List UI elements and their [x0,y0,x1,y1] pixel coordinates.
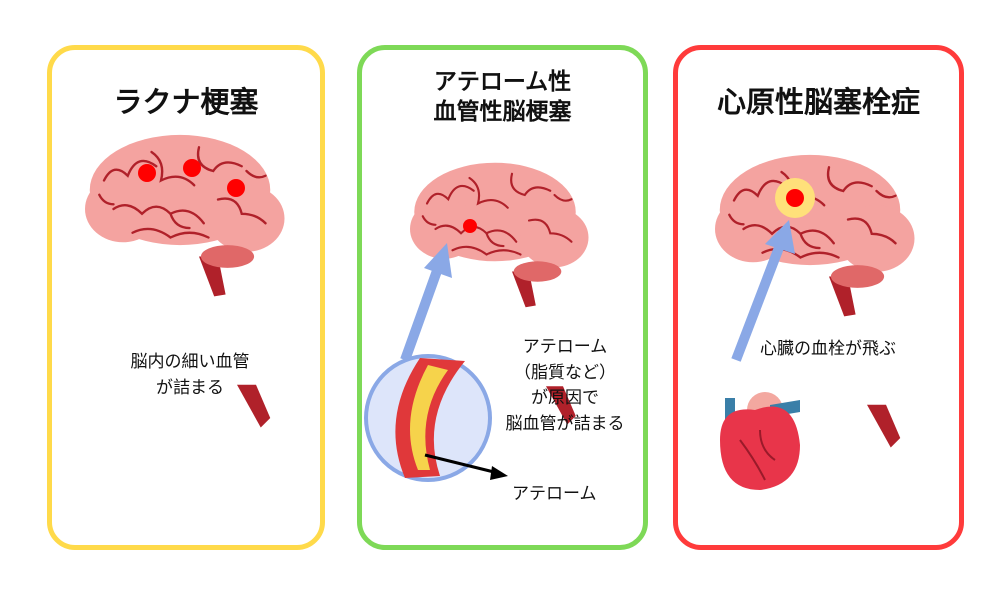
panel-atherothrombotic: アテローム性 血管性脳梗塞 [357,45,648,550]
panel-title: 心原性脳塞栓症 [716,85,920,119]
caption-line: が原因で [531,388,599,408]
title-line: 血管性脳梗塞 [433,98,572,125]
athero-caption: アテローム （脂質など） が原因で 脳血管が詰まる [490,335,640,437]
panel-lacunar: ラクナ梗塞 [47,45,325,550]
title-line: アテローム性 [433,69,572,95]
cardio-caption: 心臓の血栓が飛ぶ [760,339,896,359]
lacunar-caption: 脳内の細い血管 が詰まる [110,350,270,401]
caption-line: （脂質など） [514,362,616,383]
caption-line: 脳内の細い血管 [130,352,250,372]
panel-cardioembolic: 心原性脳塞栓症 [673,45,964,550]
caption-line: アテローム [522,337,608,357]
panel-title: アテローム性 血管性脳梗塞 [362,68,643,128]
panel-title: ラクナ梗塞 [113,85,259,119]
caption-line: 脳血管が詰まる [505,413,625,434]
caption-line: が詰まる [156,377,224,398]
atheroma-pointer-label: アテローム [512,484,597,504]
